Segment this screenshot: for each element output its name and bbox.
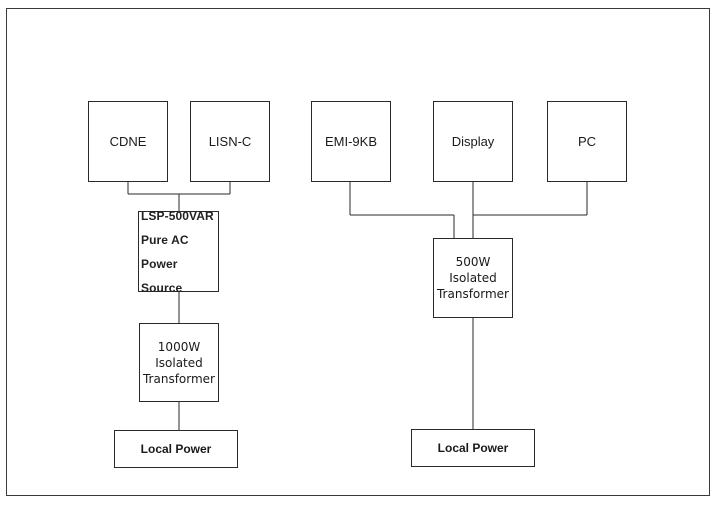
cdne-label: CDNE [109,134,147,149]
transformer-1000w-line-3: Transformer [142,371,215,386]
pc-label: PC [577,134,597,149]
lisn-c-label: LISN-C [208,134,252,149]
display-box: Display [433,101,513,182]
power-source-line-1: LSP-500VAR [141,208,214,223]
transformer-1000w-line-1: 1000W [157,339,201,354]
transformer-1000w-line-2: Isolated [155,355,203,370]
isolated-transformer-500w-box: 500W Isolated Transformer [433,238,513,318]
power-source-line-3: Power Source [141,256,183,295]
diagram-frame [6,8,710,496]
isolated-transformer-1000w-box: 1000W Isolated Transformer [139,323,219,402]
pc-box: PC [547,101,627,182]
local-power-right-box: Local Power [411,429,535,467]
lsp-500var-box: LSP-500VAR Pure AC Power Source [138,209,219,295]
local-power-left-label: Local Power [140,442,212,456]
local-power-left-box: Local Power [114,430,238,468]
transformer-500w-line-2: Isolated [449,271,497,285]
transformer-500w-line-1: 500W [455,255,491,269]
local-power-right-label: Local Power [437,441,509,455]
lisn-c-box: LISN-C [190,101,270,182]
emi-9kb-box: EMI-9KB [311,101,391,182]
display-label: Display [451,134,495,149]
cdne-box: CDNE [88,101,168,182]
power-source-line-2: Pure AC [141,232,189,247]
transformer-500w-line-3: Transformer [436,287,509,301]
emi-9kb-label: EMI-9KB [324,134,377,149]
